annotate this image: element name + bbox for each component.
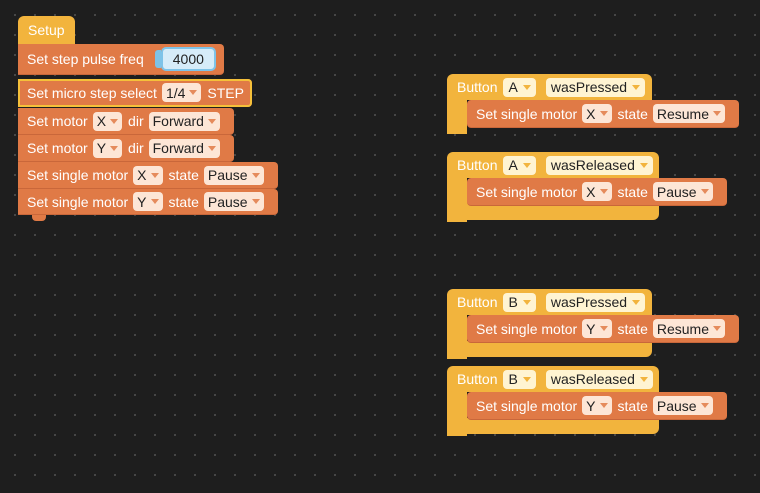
event-header[interactable]: Button A wasReleased — [447, 152, 659, 178]
block-text: Set single motor — [476, 320, 578, 337]
number-input-cap — [154, 50, 161, 68]
chevron-down-icon — [522, 162, 531, 168]
block-text: state — [617, 105, 648, 122]
button-dropdown[interactable]: A — [503, 77, 536, 97]
block-suffix: STEP — [207, 84, 244, 101]
event-type-dropdown[interactable]: wasPressed — [545, 77, 646, 97]
motor-dropdown[interactable]: Y — [133, 192, 163, 211]
event-header[interactable]: Button B wasReleased — [447, 366, 659, 392]
motor-dropdown[interactable]: X — [133, 165, 163, 185]
block-text: state — [168, 193, 199, 210]
chevron-down-icon — [700, 403, 709, 408]
event-spine — [447, 94, 467, 134]
set-single-motor-state-block[interactable]: Set single motor X state Pause — [467, 178, 727, 206]
chevron-down-icon — [713, 326, 722, 331]
block-text: Set single motor — [27, 167, 129, 183]
direction-dropdown[interactable]: Forward — [148, 138, 220, 158]
block-text: state — [617, 320, 648, 337]
chevron-down-icon — [632, 299, 641, 305]
chevron-down-icon — [700, 189, 709, 194]
state-dropdown[interactable]: Pause — [652, 182, 713, 201]
block-text: Set single motor — [476, 105, 578, 122]
setup-hat-block[interactable]: Setup — [18, 16, 75, 44]
chevron-down-icon — [522, 299, 531, 305]
motor-dropdown[interactable]: Y — [582, 396, 612, 415]
chevron-down-icon — [639, 376, 648, 382]
chevron-down-icon — [207, 118, 216, 124]
set-motor-dir-block[interactable]: Set motor X dir Forward — [18, 108, 234, 135]
set-single-motor-state-block[interactable]: Set single motor X state Pause — [18, 162, 278, 189]
chevron-down-icon — [599, 403, 608, 408]
chevron-down-icon — [713, 111, 722, 116]
chevron-down-icon — [599, 111, 608, 116]
set-micro-step-block[interactable]: Set micro step select 1/4 STEP — [18, 79, 252, 107]
event-label: Button — [457, 79, 498, 95]
button-dropdown[interactable]: A — [503, 155, 536, 175]
setup-label: Setup — [28, 22, 65, 38]
event-type-dropdown[interactable]: wasReleased — [545, 369, 653, 389]
block-text: Set step pulse freq — [27, 51, 144, 67]
block-text: state — [168, 167, 199, 183]
state-dropdown[interactable]: Pause — [652, 396, 713, 415]
chevron-down-icon — [251, 172, 260, 178]
block-text: state — [617, 397, 648, 414]
state-dropdown[interactable]: Resume — [652, 104, 726, 123]
event-foot — [447, 204, 659, 220]
block-text: Set single motor — [476, 183, 578, 200]
event-header[interactable]: Button B wasPressed — [447, 289, 652, 315]
block-text: Set micro step select — [27, 84, 157, 101]
set-single-motor-state-block[interactable]: Set single motor Y state Pause — [18, 189, 278, 215]
chevron-down-icon — [522, 376, 531, 382]
chevron-down-icon — [632, 84, 641, 90]
chevron-down-icon — [150, 172, 159, 178]
state-dropdown[interactable]: Pause — [203, 165, 264, 185]
direction-dropdown[interactable]: Forward — [148, 111, 220, 131]
pulse-freq-input[interactable]: 4000 — [160, 47, 216, 71]
button-dropdown[interactable]: B — [503, 369, 536, 389]
motor-dropdown[interactable]: X — [582, 104, 612, 123]
motor-dropdown[interactable]: X — [92, 111, 123, 131]
chevron-down-icon — [150, 199, 159, 204]
motor-dropdown[interactable]: Y — [582, 319, 612, 338]
block-text: Set single motor — [27, 193, 129, 210]
micro-step-dropdown[interactable]: 1/4 — [161, 83, 202, 102]
chevron-down-icon — [207, 145, 216, 151]
set-motor-dir-block[interactable]: Set motor Y dir Forward — [18, 135, 234, 162]
state-dropdown[interactable]: Pause — [203, 192, 264, 211]
block-text: state — [617, 183, 648, 200]
set-single-motor-state-block[interactable]: Set single motor Y state Resume — [467, 315, 740, 343]
set-single-motor-state-block[interactable]: Set single motor X state Resume — [467, 100, 740, 128]
block-text: dir — [128, 140, 144, 156]
chevron-down-icon — [522, 84, 531, 90]
block-text: dir — [128, 113, 144, 129]
event-foot — [447, 418, 659, 434]
block-connector — [32, 215, 46, 221]
state-dropdown[interactable]: Resume — [652, 319, 726, 338]
chevron-down-icon — [599, 189, 608, 194]
set-step-pulse-freq-block[interactable]: Set step pulse freq 4000 — [18, 44, 224, 75]
event-type-dropdown[interactable]: wasPressed — [545, 292, 646, 312]
event-label: Button — [457, 157, 498, 173]
block-text: Set motor — [27, 113, 88, 129]
event-type-dropdown[interactable]: wasReleased — [545, 155, 653, 175]
event-label: Button — [457, 294, 498, 310]
event-foot — [447, 341, 652, 357]
button-dropdown[interactable]: B — [503, 292, 536, 312]
chevron-down-icon — [110, 118, 119, 124]
event-header[interactable]: Button A wasPressed — [447, 74, 652, 100]
motor-dropdown[interactable]: Y — [92, 138, 123, 158]
set-single-motor-state-block[interactable]: Set single motor Y state Pause — [467, 392, 727, 420]
chevron-down-icon — [189, 90, 198, 95]
chevron-down-icon — [599, 326, 608, 331]
chevron-down-icon — [110, 145, 119, 151]
block-text: Set motor — [27, 140, 88, 156]
motor-dropdown[interactable]: X — [582, 182, 612, 201]
event-label: Button — [457, 371, 498, 387]
block-text: Set single motor — [476, 397, 578, 414]
chevron-down-icon — [251, 199, 260, 204]
chevron-down-icon — [639, 162, 648, 168]
